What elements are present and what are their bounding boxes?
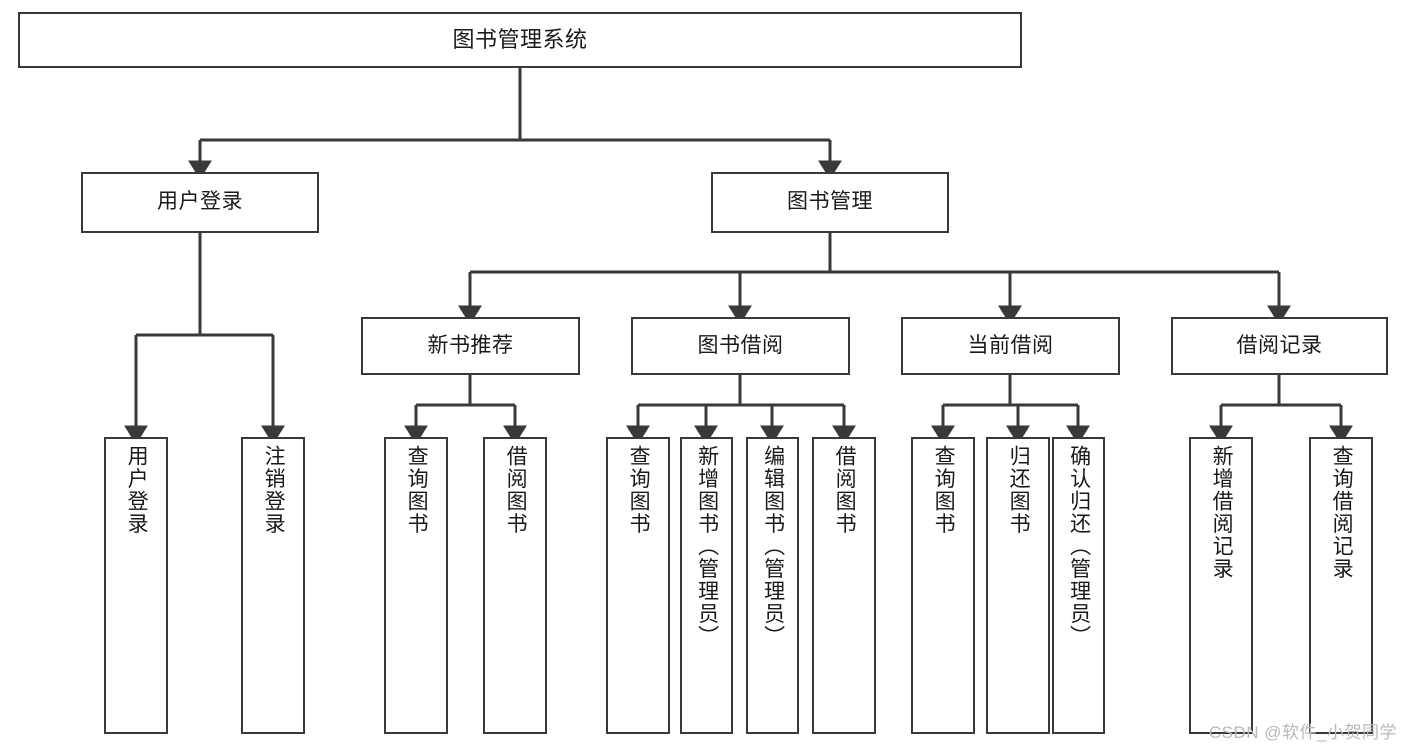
leaf-return-book[interactable]: 归还图书 (986, 437, 1050, 734)
leaf-edit-book-admin[interactable]: 编辑图书（管理员） (746, 437, 799, 734)
leaf-query-book-1[interactable]: 查询图书 (384, 437, 448, 734)
node-label: 查询图书 (405, 445, 429, 535)
node-label: 图书管理 (787, 190, 873, 214)
node-current-borrow[interactable]: 当前借阅 (901, 317, 1120, 375)
node-label: 用户登录 (157, 190, 243, 214)
node-label: 注销登录 (262, 445, 286, 535)
leaf-confirm-return-admin[interactable]: 确认归还（管理员） (1052, 437, 1105, 734)
node-book-borrow[interactable]: 图书借阅 (631, 317, 850, 375)
node-label: 确认归还（管理员） (1067, 445, 1091, 648)
leaf-user-login[interactable]: 用户登录 (104, 437, 168, 734)
node-label: 归还图书 (1007, 445, 1031, 535)
node-book-manage[interactable]: 图书管理 (711, 172, 949, 233)
leaf-query-borrow-record[interactable]: 查询借阅记录 (1309, 437, 1373, 734)
leaf-add-book-admin[interactable]: 新增图书（管理员） (680, 437, 733, 734)
leaf-query-book-3[interactable]: 查询图书 (911, 437, 975, 734)
leaf-borrow-book-1[interactable]: 借阅图书 (483, 437, 547, 734)
node-label: 图书管理系统 (452, 27, 588, 53)
node-label: 当前借阅 (967, 333, 1054, 357)
node-user-login[interactable]: 用户登录 (81, 172, 319, 233)
node-new-book-recommend[interactable]: 新书推荐 (361, 317, 580, 375)
leaf-borrow-book-2[interactable]: 借阅图书 (812, 437, 876, 734)
node-label: 借阅图书 (833, 445, 857, 535)
node-label: 查询借阅记录 (1330, 445, 1354, 580)
watermark-text: CSDN @软件_小贺同学 (1208, 723, 1397, 742)
node-label: 编辑图书（管理员） (761, 445, 785, 648)
node-label: 用户登录 (125, 445, 149, 535)
node-label: 新增图书（管理员） (695, 445, 719, 648)
leaf-query-book-2[interactable]: 查询图书 (606, 437, 670, 734)
node-root-system[interactable]: 图书管理系统 (18, 12, 1022, 68)
node-label: 新增借阅记录 (1210, 445, 1234, 580)
node-label: 借阅图书 (504, 445, 528, 535)
node-label: 查询图书 (932, 445, 956, 535)
leaf-add-borrow-record[interactable]: 新增借阅记录 (1189, 437, 1253, 734)
node-label: 新书推荐 (427, 333, 514, 357)
node-label: 图书借阅 (697, 333, 784, 357)
node-label: 借阅记录 (1236, 333, 1323, 357)
leaf-logout-login[interactable]: 注销登录 (241, 437, 305, 734)
node-label: 查询图书 (627, 445, 651, 535)
node-borrow-record[interactable]: 借阅记录 (1171, 317, 1388, 375)
